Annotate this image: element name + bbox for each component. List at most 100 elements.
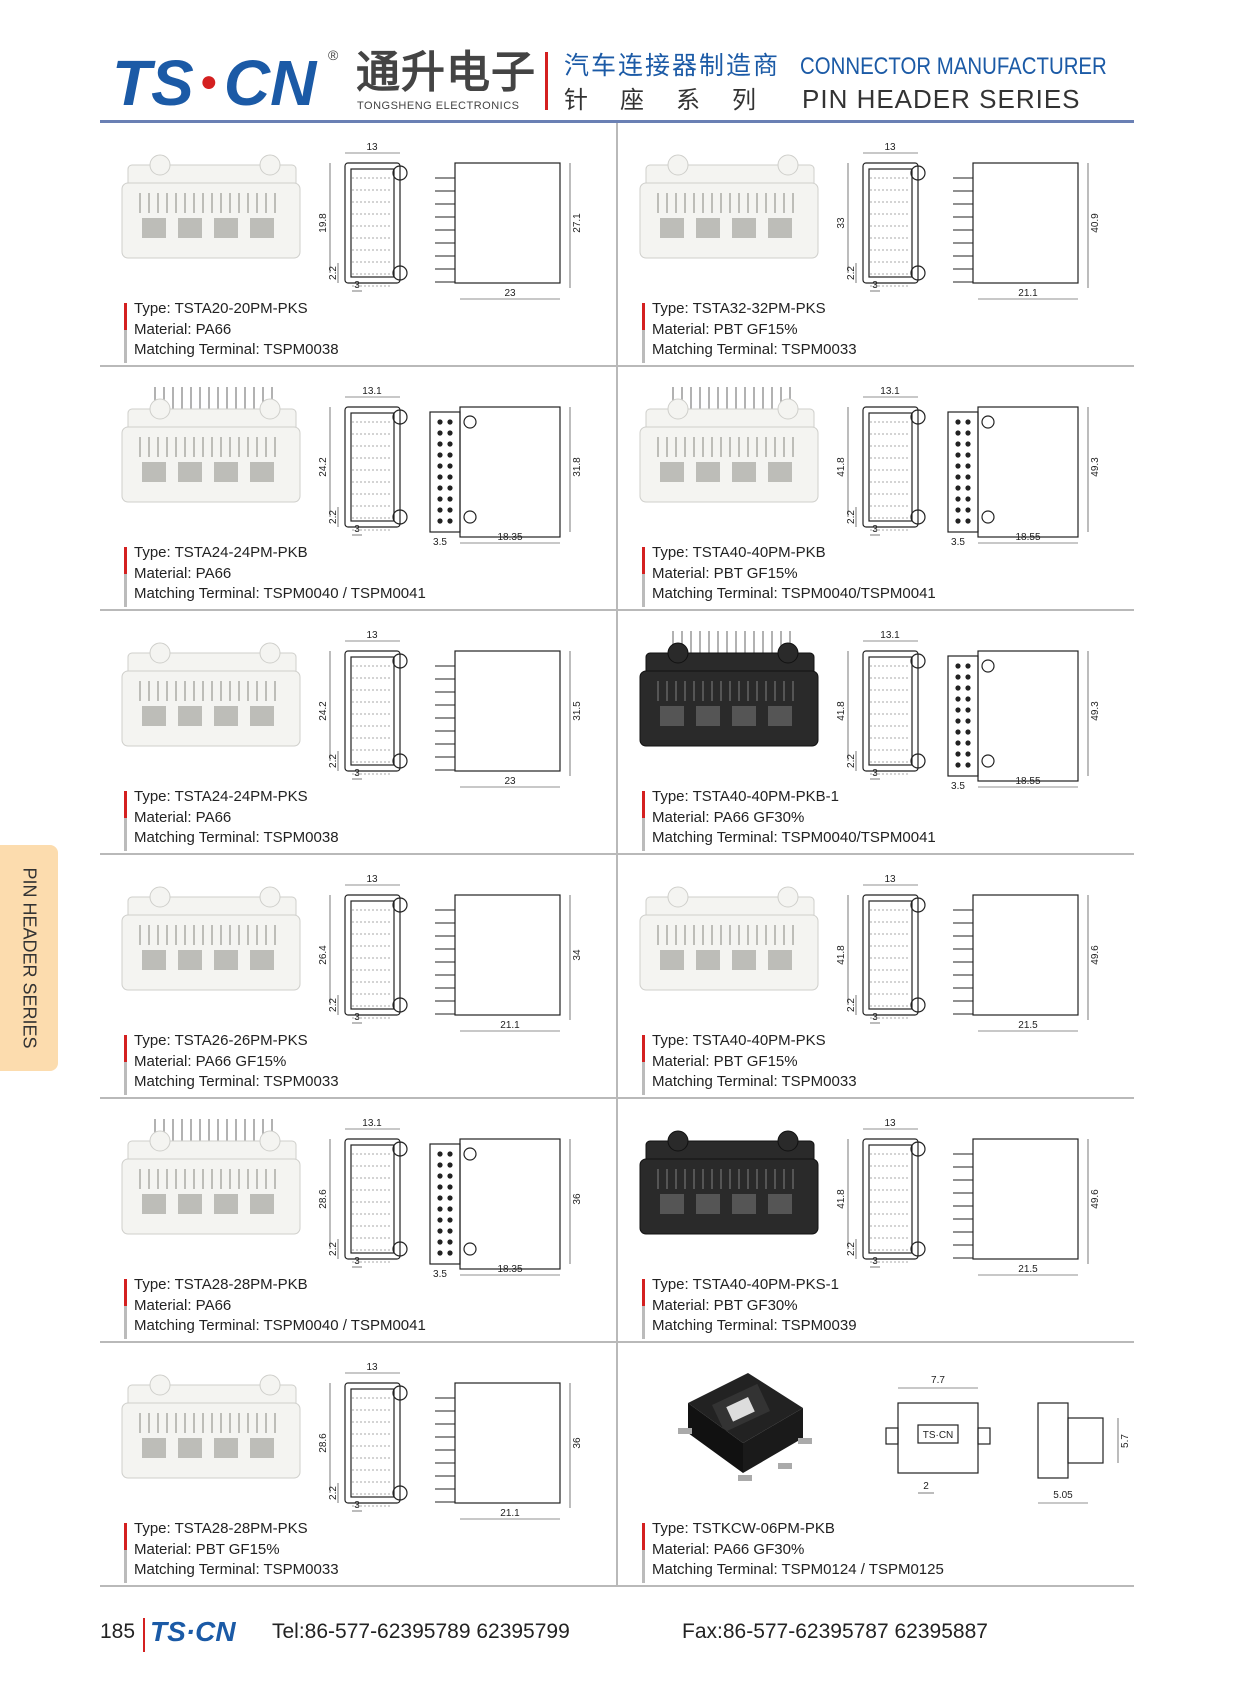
dimension-label: 31.5 — [572, 701, 583, 721]
dimension-label: 3 — [872, 768, 878, 779]
dimension-label: 49.6 — [1090, 1189, 1101, 1209]
dimension-label: 28.6 — [318, 1189, 329, 1209]
product-material: Material: PBT GF30% — [652, 1296, 798, 1314]
product-terminal: Matching Terminal: TSPM0033 — [652, 341, 857, 358]
footer-fax: Fax:86-577-62395787 62395887 — [682, 1620, 988, 1643]
dimension-label: 21.5 — [1018, 1264, 1038, 1275]
series-char: 列 — [732, 86, 756, 114]
dimension-label: 3 — [354, 524, 360, 535]
product-type: Type: TSTA40-40PM-PKS — [652, 1032, 826, 1049]
dimension-label: 3.5 — [951, 781, 965, 792]
dimension-label: 40.9 — [1090, 213, 1101, 233]
product-photo — [639, 631, 819, 747]
product-terminal: Matching Terminal: TSPM0040 / TSPM0041 — [134, 1317, 426, 1334]
product-terminal: Matching Terminal: TSPM0033 — [652, 1073, 857, 1090]
dimension-label: 36 — [572, 1193, 583, 1205]
product-type: Type: TSTA32-32PM-PKS — [652, 300, 826, 317]
dimension-label: 41.8 — [836, 457, 847, 477]
text-accent-bar — [642, 303, 645, 363]
text-accent-bar — [124, 547, 127, 607]
tagline-cn: 汽车连接器制造商 — [564, 51, 781, 80]
dimension-label: 13.1 — [362, 1118, 382, 1129]
product-spec: Type: TSTA40-40PM-PKB-1 Material: PA66 G… — [652, 787, 936, 849]
dimension-label: 2 — [923, 1481, 929, 1492]
logo-ts: TS — [112, 47, 194, 119]
dimension-label: 3 — [354, 768, 360, 779]
product-type: Type: TSTA40-40PM-PKB — [652, 544, 826, 561]
technical-drawing — [885, 1387, 1119, 1504]
product-terminal: Matching Terminal: TSPM0040/TSPM0041 — [652, 585, 936, 602]
product-photo — [639, 1130, 819, 1235]
tagline-en: CONNECTOR MANUFACTURER — [800, 53, 1107, 80]
dimension-label: 2.2 — [328, 266, 339, 280]
dimension-label: 5.7 — [1120, 1434, 1131, 1448]
technical-drawing — [329, 1372, 571, 1520]
product-type: Type: TSTA28-28PM-PKB — [134, 1276, 308, 1293]
product-type: Type: TSTA40-40PM-PKS-1 — [652, 1276, 840, 1293]
dimension-label: 13 — [366, 874, 378, 885]
series-en: PIN HEADER SERIES — [802, 84, 1081, 114]
dimension-label: 3.5 — [433, 1269, 447, 1280]
dimension-label: 3 — [872, 1012, 878, 1023]
product-type: Type: TSTA24-24PM-PKB — [134, 544, 308, 561]
technical-drawing — [847, 884, 1089, 1032]
dimension-label: 18.55 — [1015, 532, 1040, 543]
dimension-label: 7.7 — [931, 1375, 945, 1386]
series-char: 针 — [564, 86, 588, 114]
product-material: Material: PBT GF15% — [134, 1540, 280, 1558]
brand-logo: TS●CN — [112, 47, 317, 119]
dimension-label: 41.8 — [836, 1189, 847, 1209]
product-terminal: Matching Terminal: TSPM0124 / TSPM0125 — [652, 1561, 944, 1578]
product-material: Material: PA66 — [134, 1296, 232, 1314]
dimension-label: 18.35 — [497, 532, 522, 543]
dimension-label: 2.2 — [328, 754, 339, 768]
product-type: Type: TSTA28-28PM-PKS — [134, 1520, 308, 1537]
dimension-label: 3 — [354, 1012, 360, 1023]
dimension-label: 3 — [354, 1256, 360, 1267]
product-spec: Type: TSTA24-24PM-PKB Material: PA66 Mat… — [134, 543, 426, 605]
technical-drawing — [329, 152, 571, 300]
dimension-label: 13 — [884, 874, 896, 885]
header-divider — [545, 52, 548, 110]
dimension-label: 33 — [836, 217, 847, 229]
product-spec: Type: TSTA28-28PM-PKS Material: PBT GF15… — [134, 1519, 339, 1581]
dimension-label: 49.6 — [1090, 945, 1101, 965]
product-material: Material: PA66 GF15% — [134, 1052, 287, 1070]
text-accent-bar — [642, 547, 645, 607]
technical-drawing — [847, 152, 1089, 300]
dimension-label: 41.8 — [836, 945, 847, 965]
product-type: Type: TSTA26-26PM-PKS — [134, 1032, 308, 1049]
dimension-label: 13 — [884, 1118, 896, 1129]
product-material: Material: PBT GF15% — [652, 564, 798, 582]
text-accent-bar — [642, 791, 645, 851]
product-terminal: Matching Terminal: TSPM0040/TSPM0041 — [652, 829, 936, 846]
product-photo — [121, 387, 301, 503]
technical-drawing — [329, 396, 571, 544]
dimension-label: 2.2 — [846, 754, 857, 768]
text-accent-bar — [642, 1523, 645, 1583]
dimension-label: 23 — [504, 288, 516, 299]
dimension-label: 21.1 — [1018, 288, 1038, 299]
product-spec: Type: TSTKCW-06PM-PKB Material: PA66 GF3… — [652, 1519, 944, 1581]
dimension-label: 3.5 — [951, 537, 965, 548]
series-char: 系 — [676, 86, 700, 114]
dimension-label: 13.1 — [362, 386, 382, 397]
dimension-label: 19.8 — [318, 213, 329, 233]
page-number: 185 — [100, 1620, 136, 1643]
technical-drawing — [847, 396, 1089, 544]
dimension-label: 23 — [504, 776, 516, 787]
header-rule — [100, 120, 1134, 123]
dimension-label: 24.2 — [318, 457, 329, 477]
product-photo — [121, 154, 301, 259]
